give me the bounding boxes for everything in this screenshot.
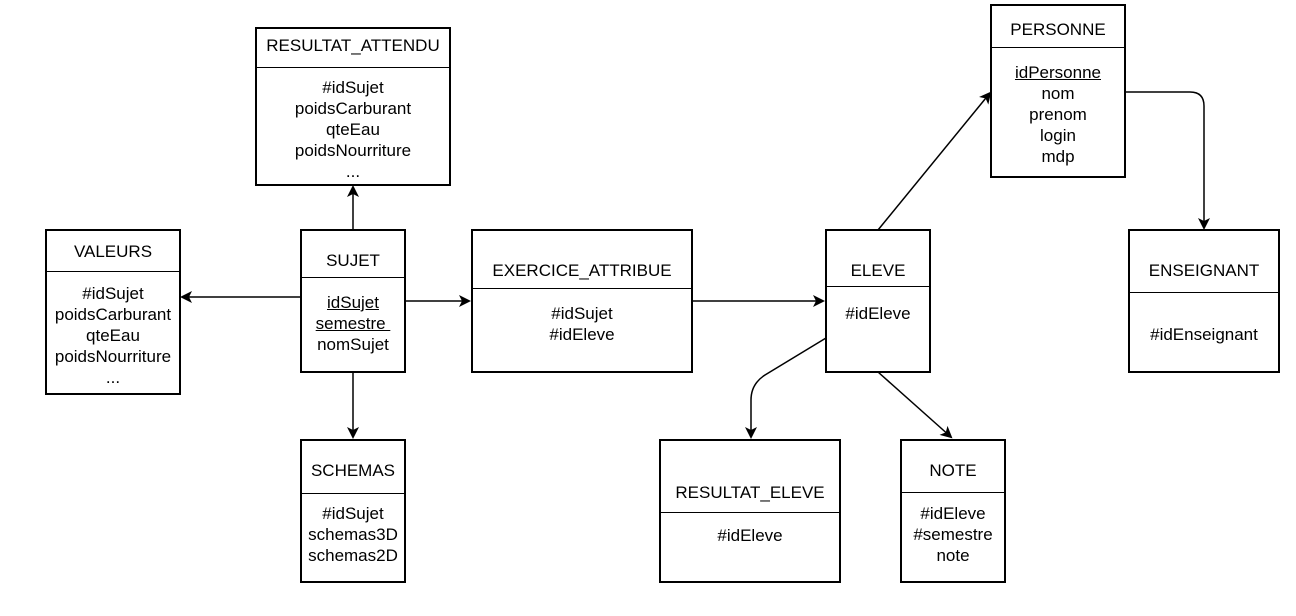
entity-enseignant: ENSEIGNANT #idEnseignant <box>1128 229 1280 373</box>
entity-eleve: ELEVE #idEleve <box>825 229 931 373</box>
arrow-eleve-to-note <box>877 371 953 439</box>
attribute: #idSujet <box>322 78 384 97</box>
attribute: ... <box>345 162 361 181</box>
attribute: nomSujet <box>317 335 389 354</box>
entity-divider <box>661 512 839 513</box>
entity-attributes: #idEnseignant <box>1130 324 1278 345</box>
attribute: #idEleve <box>920 504 986 523</box>
entity-divider <box>302 493 404 494</box>
entity-sujet: SUJET idSujet semestre nomSujet <box>300 229 406 373</box>
primary-key-attribute: idPersonne <box>1014 63 1101 82</box>
entity-divider <box>827 286 929 287</box>
entity-divider <box>302 277 404 278</box>
attribute: #idSujet <box>322 504 384 523</box>
entity-attributes: #idEleve <box>661 525 839 546</box>
entity-attributes: #idEleve <box>827 303 929 324</box>
attribute: #idEleve <box>717 526 783 545</box>
arrow-personne-to-enseignant <box>1126 91 1210 230</box>
attribute: prenom <box>1029 105 1087 124</box>
entity-title: PERSONNE <box>1010 20 1106 39</box>
entity-title: RESULTAT_ATTENDU <box>266 36 440 55</box>
primary-key-attribute: semestre <box>315 314 391 333</box>
primary-key-attribute: idSujet <box>327 293 379 312</box>
attribute: poidsCarburant <box>294 99 412 118</box>
entity-divider <box>47 271 179 272</box>
entity-valeurs: VALEURS #idSujet poidsCarburant qteEau p… <box>45 229 181 395</box>
entity-attributes: idSujet semestre nomSujet <box>302 292 404 355</box>
attribute: #idEleve <box>845 304 911 323</box>
entity-title: RESULTAT_ELEVE <box>675 483 825 502</box>
arrow-eleve-to-resultat-eleve <box>745 337 827 439</box>
attribute: schemas3D <box>308 525 398 544</box>
entity-resultat-eleve: RESULTAT_ELEVE #idEleve <box>659 439 841 583</box>
entity-title: NOTE <box>929 461 977 480</box>
attribute: #idEnseignant <box>1150 325 1258 344</box>
attribute: login <box>1040 126 1076 145</box>
attribute: qteEau <box>86 326 140 345</box>
attribute: ... <box>105 368 121 387</box>
entity-attributes: #idSujet #idEleve <box>473 303 691 345</box>
attribute: schemas2D <box>308 546 398 565</box>
attribute: #idSujet <box>551 304 613 323</box>
entity-exercice-attribue: EXERCICE_ATTRIBUE #idSujet #idEleve <box>471 229 693 373</box>
entity-title: ELEVE <box>850 261 906 280</box>
attribute: #semestre <box>913 525 993 544</box>
entity-attributes: #idSujet poidsCarburant qteEau poidsNour… <box>47 283 179 388</box>
entity-attributes: idPersonne nom prenom login mdp <box>992 62 1124 167</box>
attribute: #idSujet <box>82 284 144 303</box>
arrow-eleve-to-personne <box>877 91 992 231</box>
attribute: poidsCarburant <box>54 305 172 324</box>
entity-title: EXERCICE_ATTRIBUE <box>492 261 672 280</box>
entity-title: SUJET <box>326 251 380 270</box>
attribute: nom <box>1041 84 1075 103</box>
entity-title: VALEURS <box>73 242 153 261</box>
entity-note: NOTE #idEleve #semestre note <box>900 439 1006 583</box>
attribute: mdp <box>1041 147 1075 166</box>
entity-attributes: #idSujet poidsCarburant qteEau poidsNour… <box>257 77 449 182</box>
attribute: qteEau <box>326 120 380 139</box>
entity-personne: PERSONNE idPersonne nom prenom login mdp <box>990 4 1126 178</box>
attribute: #idEleve <box>549 325 615 344</box>
entity-attributes: #idEleve #semestre note <box>902 503 1004 566</box>
entity-title: ENSEIGNANT <box>1148 261 1260 280</box>
attribute: note <box>936 546 970 565</box>
entity-title: SCHEMAS <box>310 461 396 480</box>
entity-divider <box>902 492 1004 493</box>
attribute: poidsNourriture <box>294 141 412 160</box>
entity-attributes: #idSujet schemas3D schemas2D <box>302 503 404 566</box>
entity-divider <box>992 47 1124 48</box>
entity-schemas: SCHEMAS #idSujet schemas3D schemas2D <box>300 439 406 583</box>
entity-divider <box>1130 292 1278 293</box>
entity-divider <box>257 67 449 68</box>
entity-resultat-attendu: RESULTAT_ATTENDU #idSujet poidsCarburant… <box>255 27 451 186</box>
attribute: poidsNourriture <box>54 347 172 366</box>
entity-divider <box>473 288 691 289</box>
